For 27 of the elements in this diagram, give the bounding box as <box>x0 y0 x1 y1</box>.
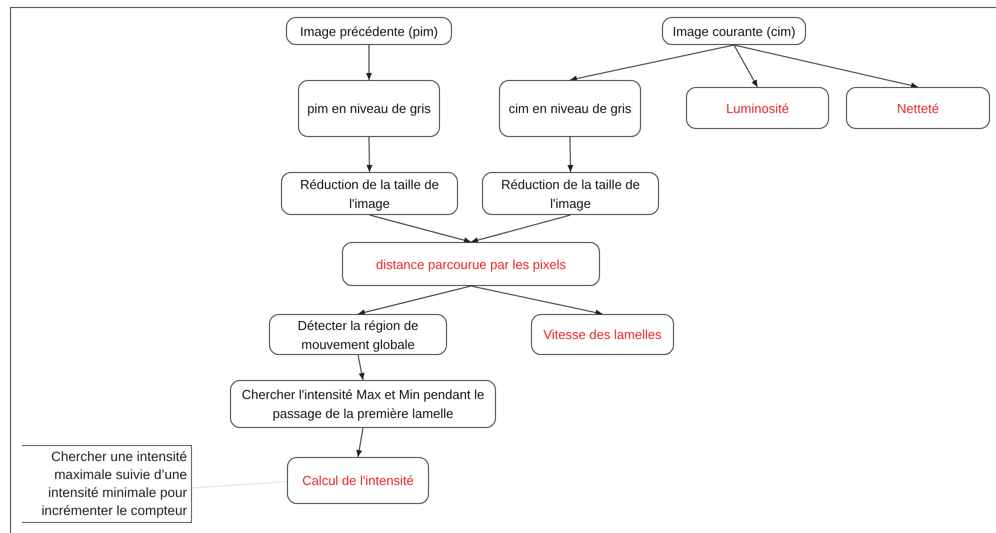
arrow <box>570 44 734 82</box>
arrow <box>470 286 603 316</box>
leader-line <box>192 481 288 488</box>
process-box: Image courante (cim) <box>662 17 806 45</box>
process-box: Image précédente (pim) <box>286 17 452 45</box>
arrow <box>358 354 365 380</box>
process-box: cim en niveau de gris <box>499 80 641 137</box>
arrow <box>567 136 574 172</box>
process-box: distance parcourue par les pixels <box>342 242 600 286</box>
arrow <box>356 428 364 458</box>
process-box: Vitesse des lamelles <box>531 314 674 355</box>
process-box: pim en niveau de gris <box>298 80 440 137</box>
arrow <box>366 44 372 80</box>
process-box: Détecter la région de mouvement globale <box>269 314 447 355</box>
process-box: Réduction de la taille de l'image <box>482 172 659 215</box>
process-box: Chercher l'intensité Max et Min pendant le passage de la première lamelle <box>230 380 496 428</box>
process-box: Calcul de l'intensité <box>287 457 429 504</box>
arrow <box>369 214 472 244</box>
process-box: Luminosité <box>686 87 829 129</box>
arrow <box>358 286 472 316</box>
note-text: Chercher une intensité maximale suivie d’une intensité minimale pour incrémenter le compteur <box>22 445 192 523</box>
arrow <box>470 214 571 244</box>
arrow <box>734 44 758 88</box>
arrow <box>734 44 918 88</box>
arrow <box>366 136 372 172</box>
process-box: Réduction de la taille de l'image <box>281 172 458 215</box>
process-box: Netteté <box>846 87 990 129</box>
